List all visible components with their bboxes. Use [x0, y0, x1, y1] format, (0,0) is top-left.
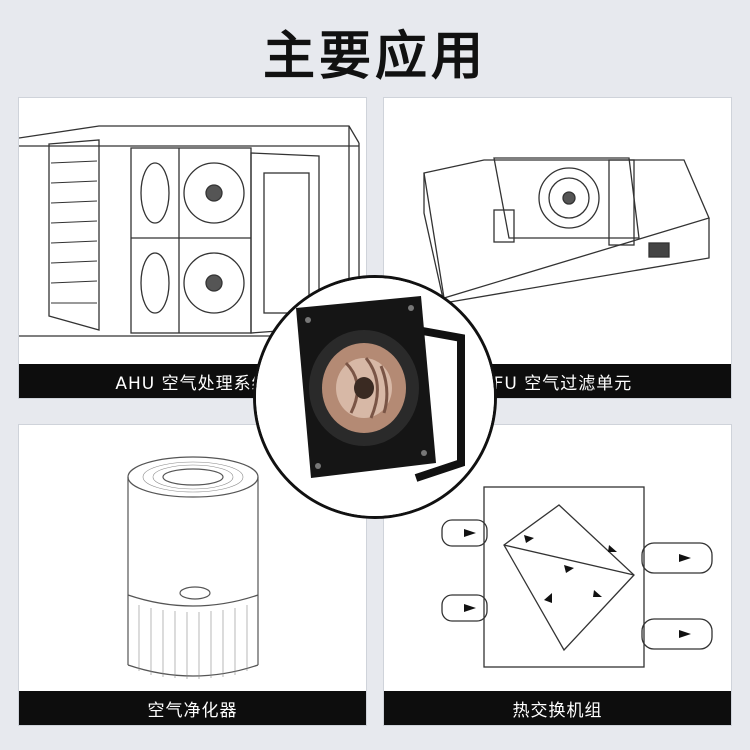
- ec-fan-icon: [256, 278, 494, 516]
- ahu-line-drawing: [19, 125, 360, 338]
- air-purifier-line-drawing: [127, 456, 259, 679]
- ffu-line-drawing: [423, 157, 710, 304]
- panel-label: 热交换机组: [384, 691, 731, 725]
- panel-label: 空气净化器: [19, 691, 366, 725]
- page-title: 主要应用: [262, 27, 487, 87]
- heat-exchanger-line-drawing: [441, 486, 713, 668]
- panel-air-purifier: 空气净化器: [18, 424, 367, 726]
- center-fan-image: [253, 275, 497, 519]
